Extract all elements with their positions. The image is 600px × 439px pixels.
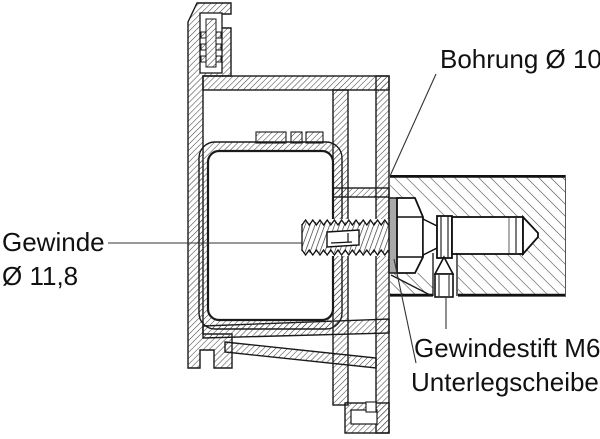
bolt-collar — [436, 215, 453, 259]
rod-slot-detail — [330, 241, 353, 244]
profile-top-arm — [202, 75, 390, 91]
label-unterlegscheibe: Unterlegscheibe — [411, 367, 599, 397]
rod-center-slot — [326, 229, 360, 248]
rod-thread-crest-top — [301, 218, 389, 227]
chamber-top-tab — [290, 131, 303, 144]
bolt-shaft — [451, 216, 524, 255]
leader-lines — [389, 73, 447, 364]
set-screw — [432, 253, 458, 298]
label-gewindestift: Gewindestift M6 — [414, 333, 600, 363]
chamber-top-tab — [255, 131, 287, 144]
leader-unterlegscheibe — [393, 258, 417, 364]
threaded-rod — [301, 218, 389, 257]
profile-cutouts — [199, 12, 378, 425]
hex-bolt — [396, 197, 539, 274]
rod-thread-crest-bottom — [301, 248, 389, 257]
foot-channel-opening — [365, 401, 377, 413]
label-gewinde: Gewinde — [2, 227, 105, 257]
foot-channel — [350, 409, 378, 425]
screw-body — [434, 273, 454, 298]
bolt-hex-head — [396, 197, 424, 274]
label-gewinde-diameter: Ø 11,8 — [2, 261, 79, 291]
bolt-cone-transition — [422, 217, 438, 257]
gasket-tongue — [200, 18, 222, 68]
leader-bohrung — [389, 73, 437, 177]
chamber-top-tab — [305, 131, 324, 144]
bolt-tip — [522, 214, 539, 257]
profile-bottom-diagonal — [224, 341, 377, 369]
label-bohrung: Bohrung Ø 10 — [440, 44, 600, 74]
